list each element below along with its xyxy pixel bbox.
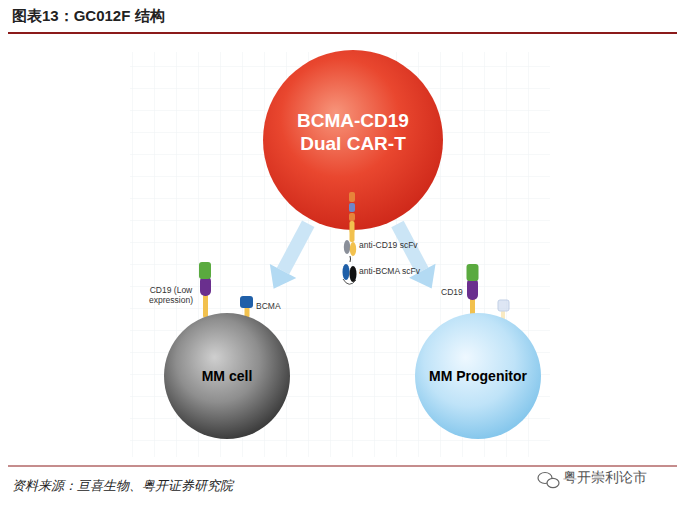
cd19-receptor-left bbox=[199, 262, 211, 318]
antigen-label: BCMA bbox=[256, 302, 281, 312]
figure-title: 图表13：GC012F 结构 bbox=[12, 7, 165, 26]
cell-label: BCMA-CD19 Dual CAR-T bbox=[291, 110, 416, 156]
cd19-receptor-right bbox=[467, 264, 479, 318]
footer-rule bbox=[8, 466, 677, 467]
scfv-label: anti-CD19 scFv bbox=[359, 241, 418, 251]
flow-arrow bbox=[270, 224, 308, 289]
car-t-cell: BCMA-CD19 Dual CAR-T bbox=[263, 50, 443, 230]
grid-background bbox=[130, 52, 550, 457]
flow-arrow bbox=[397, 224, 435, 289]
bcma-receptor bbox=[240, 296, 253, 318]
cell-label: MM Progenitor bbox=[429, 368, 527, 385]
antigen-label: CD19 (Low expression) bbox=[136, 286, 206, 306]
scfv-label: anti-BCMA scFv bbox=[359, 267, 420, 277]
car-receptor bbox=[343, 228, 357, 284]
cell-body bbox=[263, 50, 443, 230]
source-caption: 资料来源：亘喜生物、粤开证券研究院 bbox=[12, 477, 233, 495]
car-intracellular bbox=[349, 192, 355, 233]
watermark: 粤开崇利论市 bbox=[563, 469, 647, 485]
mm-cell: MM cell bbox=[164, 313, 290, 439]
cell-body bbox=[415, 313, 541, 439]
cell-label: MM cell bbox=[202, 368, 253, 385]
title-rule bbox=[8, 32, 677, 34]
wechat-icon bbox=[538, 473, 559, 488]
antigen-label: CD19 bbox=[441, 288, 463, 298]
mm-progenitor-cell: MM Progenitor bbox=[415, 313, 541, 439]
cell-body bbox=[164, 313, 290, 439]
